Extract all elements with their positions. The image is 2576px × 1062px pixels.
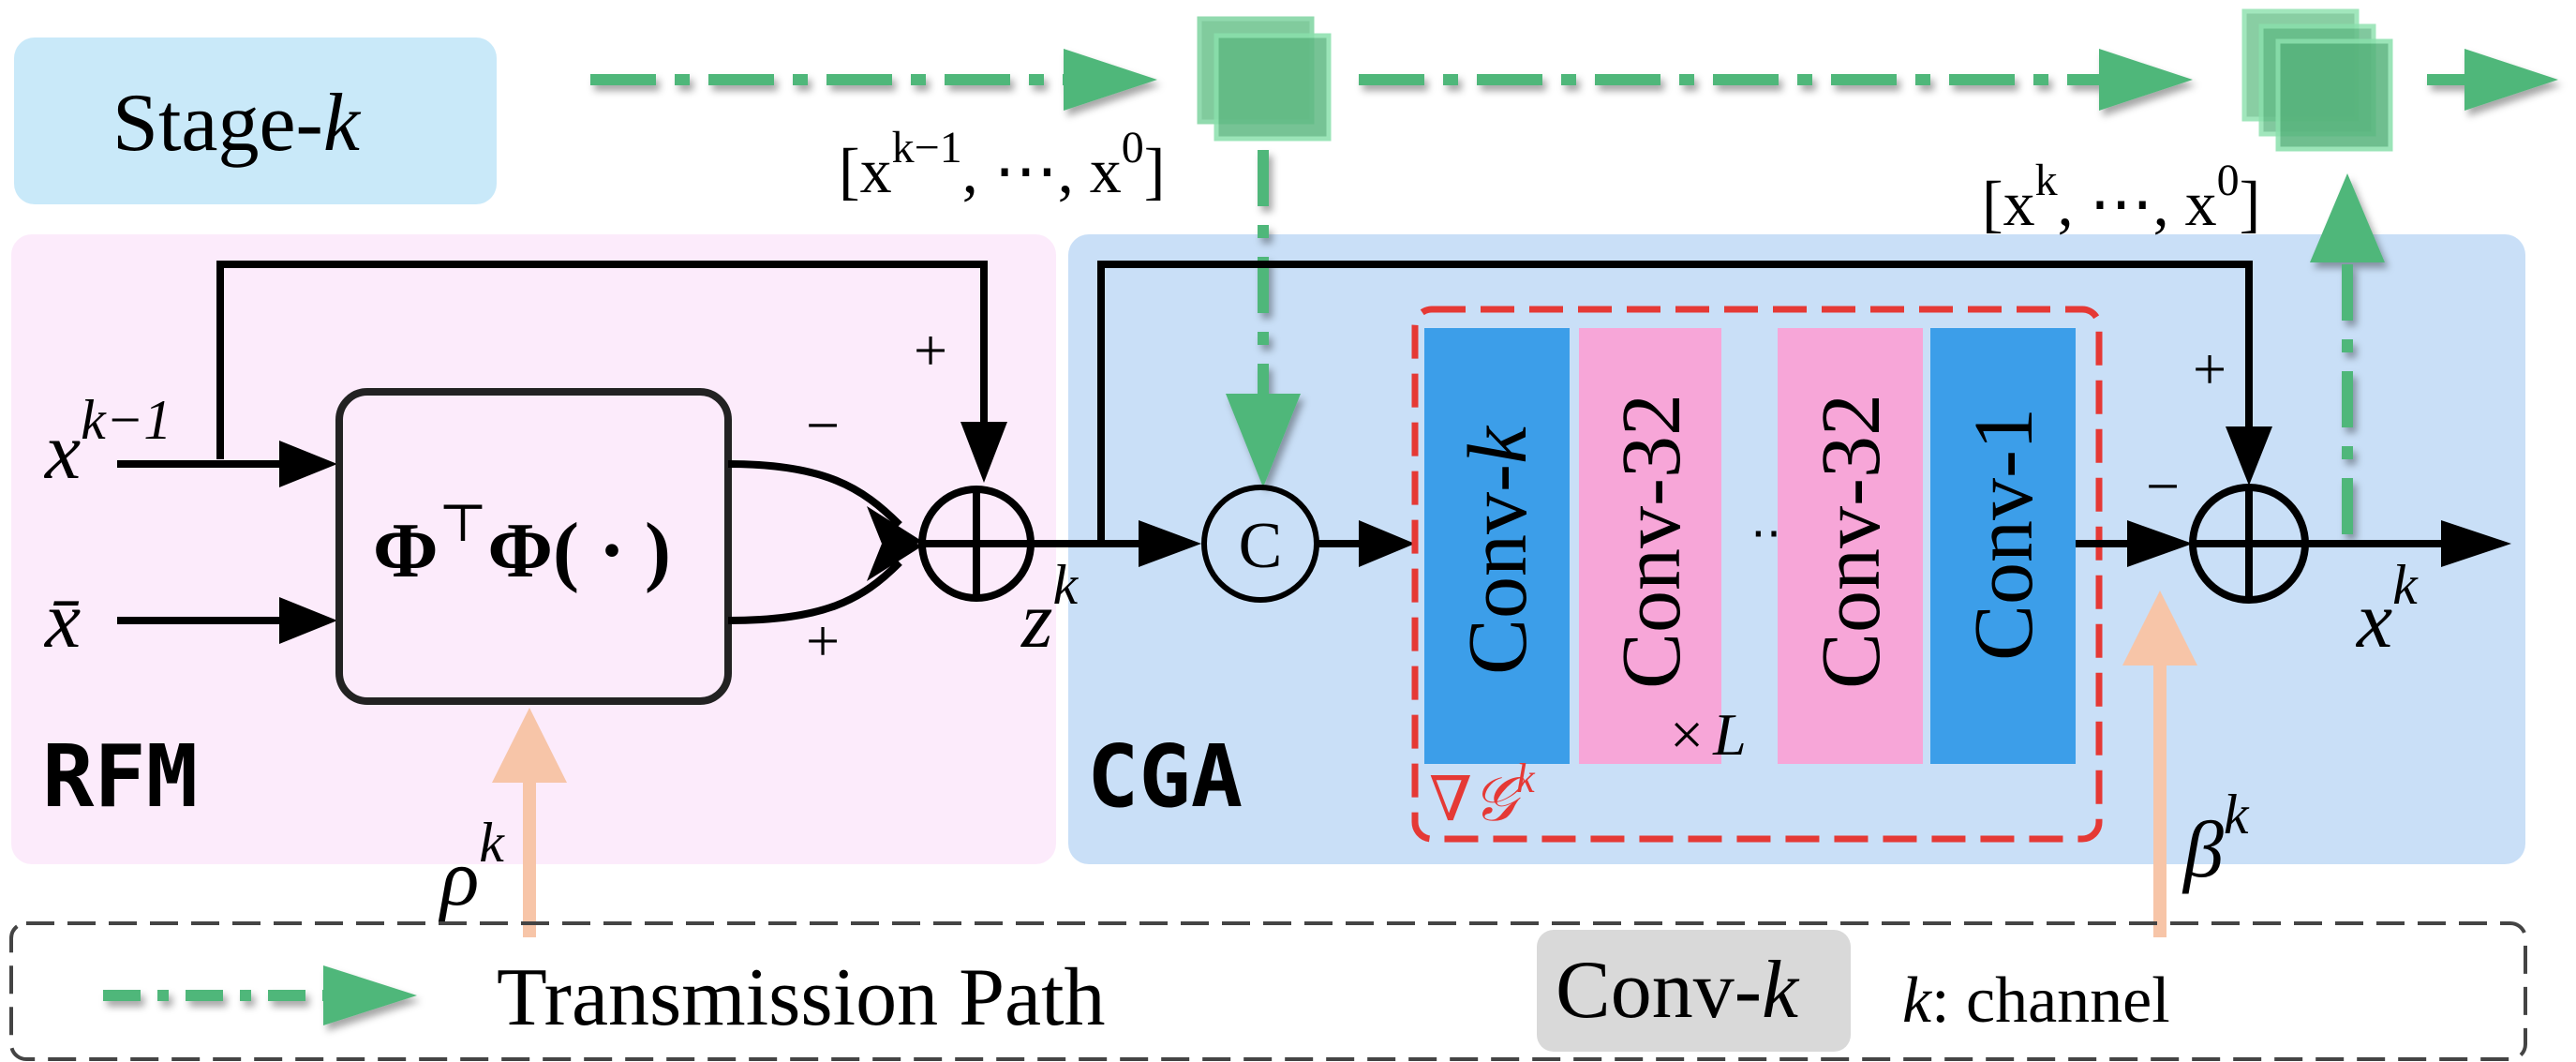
rfm-plus-sign: + <box>806 607 840 674</box>
history-in-label: [xk−1, ⋯, x0] <box>839 123 1165 206</box>
operator-box <box>335 388 732 705</box>
operator-out-minus <box>727 460 902 528</box>
rfm-skip-line <box>216 261 989 460</box>
gradient-module-box <box>1411 306 2103 843</box>
sum-node-rfm <box>918 486 1035 602</box>
svg-text:Conv-1: Conv-1 <box>1958 408 2050 661</box>
transmission-path-top <box>590 49 2558 111</box>
rfm-skip-arrow <box>960 422 1007 483</box>
stage-label: Stage-k <box>112 78 362 169</box>
sum-node-cga <box>2189 484 2309 604</box>
rho-arrow <box>492 708 567 937</box>
x-prev-label: xk−1 <box>43 389 171 496</box>
conv-block-32-a: Conv-32 <box>1579 328 1721 764</box>
legend-path-arrow <box>103 965 417 1025</box>
legend-box <box>9 921 2527 1061</box>
svg-text:Conv-32: Conv-32 <box>1605 394 1698 689</box>
rho-label: ρk <box>438 812 505 922</box>
beta-label: βk <box>2181 784 2250 894</box>
feature-stack-in-icon <box>1197 16 1332 142</box>
cga-skip-line <box>1097 261 2253 544</box>
cga-minus-sign: − <box>2146 453 2180 519</box>
conv-block-k: Conv-k <box>1424 328 1570 764</box>
beta-arrow <box>2122 591 2197 937</box>
operator-out-plus <box>727 560 902 624</box>
svg-text:Conv-k: Conv-k <box>1452 425 1544 675</box>
z-label: zk <box>1020 554 1079 665</box>
x-out-label: xk <box>2355 554 2419 665</box>
cga-label: CGA <box>1087 726 1243 827</box>
stage-label-box <box>14 37 497 204</box>
rfm-label: RFM <box>42 726 198 827</box>
rfm-minus-sign: − <box>806 392 840 458</box>
history-out-label: [xk, ⋯, x0] <box>1982 156 2260 239</box>
rfm-skip-plus-sign: + <box>914 317 947 383</box>
cga-skip-plus-sign: + <box>2193 336 2226 402</box>
x-bar-label: x̄ <box>43 575 81 665</box>
conv-block-32-b: Conv-32 <box>1778 328 1923 764</box>
operator-label: Φ⊤Φ( · ) <box>373 495 671 594</box>
legend-conv-box <box>1537 930 1851 1052</box>
conv-block-1: Conv-1 <box>1930 328 2076 764</box>
legend-path-label: Transmission Path <box>497 952 1106 1043</box>
repeat-label: ×L <box>1670 701 1747 768</box>
feature-stack-out-icon <box>2241 8 2393 152</box>
svg-text:C: C <box>1239 510 1283 582</box>
legend-conv-label: Conv-k <box>1556 945 1800 1036</box>
legend-channel-note: k: channel <box>1902 965 2170 1037</box>
cga-skip-arrow <box>2226 426 2272 486</box>
transmission-path-down <box>1226 150 1301 487</box>
transmission-path-up <box>2310 173 2385 534</box>
svg-text:Conv-32: Conv-32 <box>1805 394 1898 689</box>
